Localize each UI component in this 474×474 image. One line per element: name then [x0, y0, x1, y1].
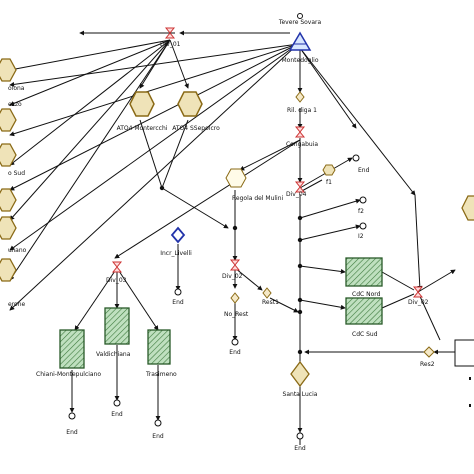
node-label: Tevere Sovara [278, 19, 322, 26]
reservoir-montedoglio: Montedoglio [282, 31, 319, 64]
node-label: f1 [326, 179, 332, 186]
node-label: Congabuia [286, 141, 318, 148]
node-f1: f1 [322, 164, 336, 186]
node-label: o Sud [8, 170, 25, 177]
demand-trasimeno: Trasimeno End [145, 329, 177, 440]
node-label: End [358, 167, 370, 174]
demand-valdichiana: Valdichiana End [96, 307, 131, 418]
node-label: Montedoglio [282, 57, 319, 64]
node-label: End [294, 445, 306, 452]
node-label: Div_02 [222, 273, 243, 280]
demand-ato4-ssepolcro: ATO4 SSepolcro [172, 91, 220, 132]
diversion-congabuia: Congabuia [286, 126, 318, 148]
node-label: uliano [8, 247, 27, 254]
release-ril-diga1: Ril. diga 1 [287, 91, 317, 114]
diversion-div04: Div_04 [286, 181, 307, 198]
node-label: No_Rest [224, 311, 249, 318]
edges [9, 30, 456, 445]
diversion-div02-left: Div_02 No_Rest End Rest1 [222, 259, 279, 356]
node-label: f2 [358, 208, 364, 215]
node-label: Div_04 [286, 191, 307, 198]
node-label: CdC Sud [352, 331, 378, 338]
diversion-div02-right: Div_02 [408, 286, 429, 306]
node-regola-mulini: Regola del Mulini [225, 168, 284, 202]
node-label: Valdichiana [96, 351, 131, 358]
left-demand-nodes: olona ezzo o Sud uliano erone [0, 58, 27, 308]
right-edge-markers [469, 377, 471, 407]
node-label: olona [8, 85, 25, 92]
diversion-div01: Div_01 [160, 27, 181, 48]
node-label: Div_03 [106, 277, 127, 284]
node-res2: Res2 [420, 339, 474, 368]
node-label: Chiani-Montepulciano [36, 371, 101, 378]
node-label: End [66, 429, 78, 436]
node-label: Trasimeno [145, 371, 177, 378]
junction-dots [159, 185, 303, 355]
demand-cdc-sud: CdC Sud [345, 297, 383, 338]
node-label: I2 [358, 233, 364, 240]
node-incr-livelli: Incr_Livelli End [160, 226, 192, 306]
node-label: ezzo [8, 101, 22, 108]
node-santa-lucia: Santa Lucia End [283, 360, 318, 452]
source-teveri-sovara: Tevere Sovara [278, 13, 322, 26]
node-label: Santa Lucia [283, 391, 318, 398]
node-label: Rest1 [262, 299, 279, 306]
node-label: Ril. diga 1 [287, 107, 317, 114]
diversion-div03: Div_03 [106, 261, 127, 284]
right-demand-node [461, 195, 474, 221]
demand-chiani-montepulciano: Chiani-Montepulciano End [36, 329, 101, 436]
node-label: Incr_Livelli [160, 250, 192, 257]
node-label: Res2 [420, 361, 435, 368]
node-label: End [152, 433, 164, 440]
end-nodes-right: End f2 I2 [352, 154, 370, 240]
demand-cdc-nord: CdC Nord [345, 257, 383, 298]
node-label: Regola del Mulini [232, 195, 284, 202]
node-label: Div_02 [408, 299, 429, 306]
demand-ato4-montercchi: ATO4 Montercchi [117, 91, 168, 132]
node-label: End [172, 299, 184, 306]
node-label: ATO4 SSepolcro [172, 125, 220, 132]
node-label: ATO4 Montercchi [117, 125, 168, 132]
node-label: Div_01 [160, 41, 181, 48]
node-label: End [111, 411, 123, 418]
node-label: erone [8, 301, 26, 308]
node-label: End [229, 349, 241, 356]
node-label: CdC Nord [352, 291, 381, 298]
